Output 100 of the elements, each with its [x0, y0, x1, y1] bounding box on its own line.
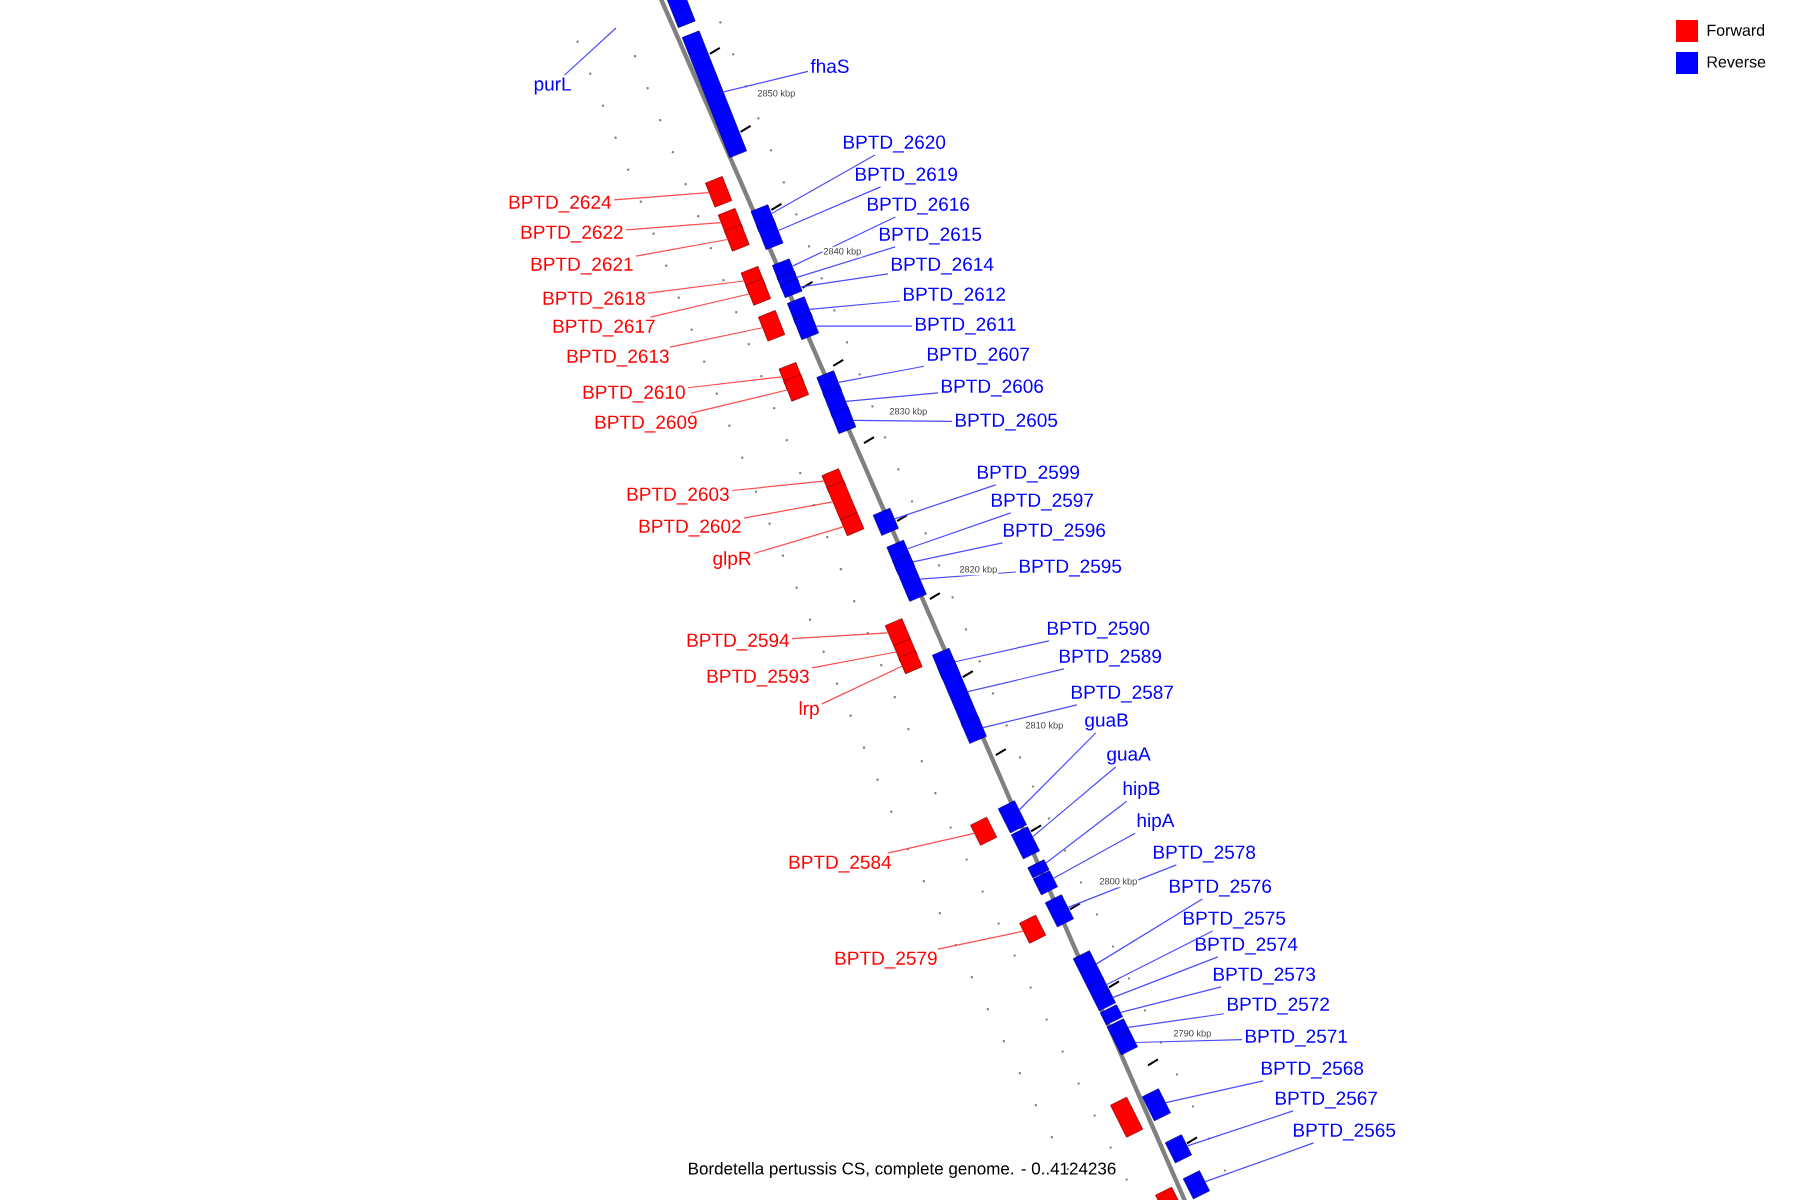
leader-line	[1165, 1080, 1264, 1104]
leader-line	[1120, 986, 1222, 1014]
gene-label: BPTD_2571	[1246, 1029, 1347, 1047]
leader-line	[1204, 1142, 1315, 1183]
gene-block	[745, 278, 771, 306]
gene-label: BPTD_2594	[687, 633, 790, 651]
leader-line	[1106, 930, 1214, 986]
gene-label: BPTD_2575	[1184, 911, 1286, 929]
gene-label: BPTD_2590	[1048, 621, 1150, 639]
gene-label: BPTD_2578	[1154, 845, 1256, 863]
gene-label: BPTD_2616	[868, 197, 970, 215]
gene-block	[1010, 826, 1040, 860]
gene-label: BPTD_2614	[892, 257, 994, 275]
gene-label: BPTD_2611	[916, 317, 1016, 335]
gene-block	[898, 650, 923, 675]
leader-line	[1135, 1038, 1243, 1044]
gene-label: fhaS	[810, 59, 849, 73]
gene-label: BPTD_2619	[856, 167, 957, 185]
gene-label: lrp	[799, 701, 819, 719]
gene-label: BPTD_2603	[627, 487, 729, 505]
gene-label: BPTD_2593	[707, 669, 809, 687]
gene-block	[758, 310, 786, 342]
leader-line	[982, 704, 1078, 729]
gene-label: BPTD_2567	[1276, 1091, 1377, 1109]
gene-label: BPTD_2576	[1170, 879, 1272, 897]
leader-line	[647, 280, 745, 294]
gene-block	[1155, 1186, 1183, 1200]
gene-block	[884, 618, 911, 647]
leader-line	[613, 191, 710, 201]
gene-label: BPTD_2618	[543, 291, 645, 309]
gene-block	[1106, 1018, 1130, 1040]
leader-line	[1095, 898, 1203, 965]
caption: Bordetella pertussis CS, complete genome. - 0..4124236	[689, 1162, 1116, 1178]
legend-label: Forward	[1707, 24, 1765, 36]
leader-line	[731, 480, 825, 492]
gene-label: BPTD_2568	[1262, 1061, 1364, 1079]
gene-block	[840, 512, 865, 537]
legend-label: Reverse	[1707, 56, 1766, 68]
gene-block	[1092, 990, 1116, 1012]
leader-line	[811, 651, 897, 669]
leader-line	[1127, 1013, 1225, 1028]
gene-block	[783, 374, 809, 402]
leader-line	[912, 542, 1004, 563]
gene-label: guaA	[1107, 747, 1151, 765]
leader-line	[1112, 956, 1219, 998]
leader-line	[723, 70, 809, 93]
gene-label: BPTD_2595	[1020, 559, 1122, 577]
leader-line	[1045, 800, 1128, 864]
gene-label: BPTD_2613	[567, 349, 669, 367]
gene-block	[1019, 914, 1047, 944]
leader-line	[815, 325, 913, 327]
gene-block	[1044, 894, 1074, 928]
gene-block	[1164, 1134, 1192, 1164]
gene-block	[872, 507, 899, 536]
leader-line	[821, 665, 903, 705]
leader-line	[808, 300, 901, 310]
gene-label: BPTD_2587	[1072, 685, 1173, 703]
gene-block	[970, 816, 998, 846]
gene-label: BPTD_2617	[553, 319, 655, 337]
leader-line	[845, 392, 939, 402]
gene-block	[1086, 978, 1110, 1000]
gene-label: BPTD_2602	[639, 519, 741, 537]
leader-line	[919, 571, 1017, 580]
gene-block	[1033, 870, 1058, 896]
leader-line	[791, 216, 896, 267]
leader-line	[669, 327, 763, 348]
leader-line	[796, 246, 896, 278]
leader-line	[743, 501, 834, 519]
leader-line	[852, 419, 953, 422]
leader-line	[894, 484, 997, 520]
gene-label: BPTD_2607	[928, 347, 1029, 365]
leader-line	[954, 640, 1050, 663]
gene-block	[705, 176, 733, 208]
gene-label: BPTD_2573	[1214, 967, 1316, 985]
gene-label: BPTD_2584	[789, 855, 892, 873]
leader-line	[771, 154, 876, 215]
gene-block	[997, 800, 1027, 834]
gene-label: BPTD_2612	[904, 287, 1005, 305]
gene-block	[756, 218, 784, 250]
gene-block	[793, 312, 819, 340]
leader-line	[1186, 1110, 1294, 1147]
gene-block	[724, 224, 750, 252]
gene-label: BPTD_2624	[509, 195, 612, 213]
gene-label: hipB	[1123, 781, 1160, 799]
gene-block	[960, 715, 987, 744]
gene-block	[1110, 1096, 1144, 1138]
leader-line	[906, 512, 1012, 550]
leader-line	[635, 238, 728, 257]
leader-line	[1067, 864, 1177, 908]
gene-block	[780, 278, 803, 298]
leader-line	[777, 186, 882, 232]
leader-line	[887, 832, 975, 854]
leader-line	[753, 526, 844, 555]
gene-label: BPTD_2597	[992, 493, 1093, 511]
gene-label: BPTD_2609	[595, 415, 697, 433]
gene-block	[1141, 1088, 1171, 1122]
leader-line	[563, 27, 617, 76]
leader-line	[687, 376, 783, 389]
gene-block	[830, 406, 857, 434]
gene-label: BPTD_2599	[978, 465, 1079, 483]
